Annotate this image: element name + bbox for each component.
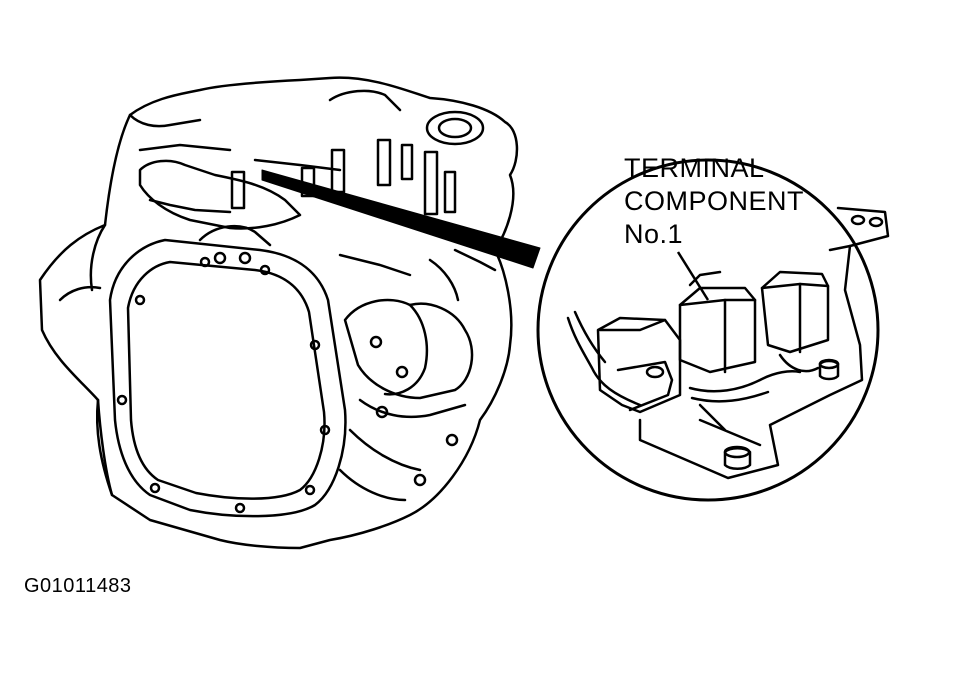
detail-left-connector [598,318,680,412]
side-cover [340,250,495,500]
detail-right-box [762,272,828,371]
detail-magnifier [538,160,878,500]
detail-bracket [640,208,888,478]
transaxle-body [40,78,517,548]
callout-label-line-3: No.1 [624,219,684,249]
callout-pointer [262,170,540,268]
detail-wiring [568,312,800,430]
housing-flank [60,115,230,495]
valve-body-top [140,91,483,263]
terminal-component-no1 [680,272,755,372]
callout-label-line-1: TERMINAL [624,153,765,183]
oil-pan-cover [110,240,345,516]
callout-label-line-2: COMPONENT [624,186,804,216]
detail-bolts [725,360,838,469]
figure-code: G01011483 [24,575,132,597]
